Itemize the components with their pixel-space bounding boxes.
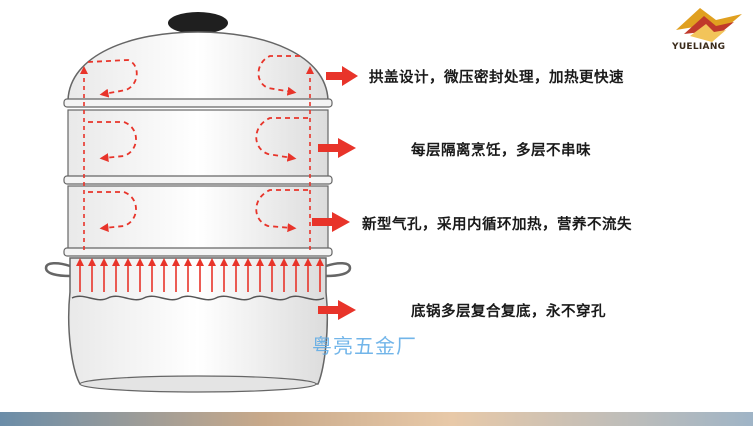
callout-arrow-2 [318, 138, 356, 158]
tier-rim-2 [63, 247, 333, 257]
logo-text: YUELIANG [672, 42, 726, 52]
steamer-lid [67, 31, 329, 101]
steam-circulation-swirls [87, 55, 308, 233]
callout-arrow-3 [312, 212, 350, 232]
pot-bottom [79, 375, 317, 393]
steamer-tier-top [67, 109, 329, 179]
feature-label-base: 底锅多层复合复底，永不穿孔 [411, 304, 606, 320]
steamer-tier-middle [67, 185, 329, 251]
callout-arrow-1 [326, 66, 358, 86]
callout-arrows [312, 66, 358, 320]
lid-knob [168, 12, 228, 34]
callout-arrow-4 [318, 300, 356, 320]
tier-rim-1 [63, 175, 333, 185]
water-line [71, 295, 325, 301]
lid-rim [63, 98, 333, 108]
feature-label-vents: 新型气孔，采用内循环加热，营养不流失 [362, 217, 632, 233]
bottom-gap [0, 406, 753, 412]
feature-label-lid: 拱盖设计，微压密封处理，加热更快速 [369, 70, 624, 86]
steam-vertical-paths [80, 66, 314, 250]
feature-label-tiers: 每层隔离烹饪，多层不串味 [411, 143, 591, 159]
bottom-color-strip [0, 412, 753, 426]
right-handle [325, 262, 352, 278]
watermark-text: 粤亮五金厂 [312, 334, 417, 358]
base-pot [67, 257, 329, 385]
yueliang-logo-icon [676, 8, 742, 42]
steam-rising-arrows [76, 258, 324, 292]
left-handle [44, 262, 71, 278]
